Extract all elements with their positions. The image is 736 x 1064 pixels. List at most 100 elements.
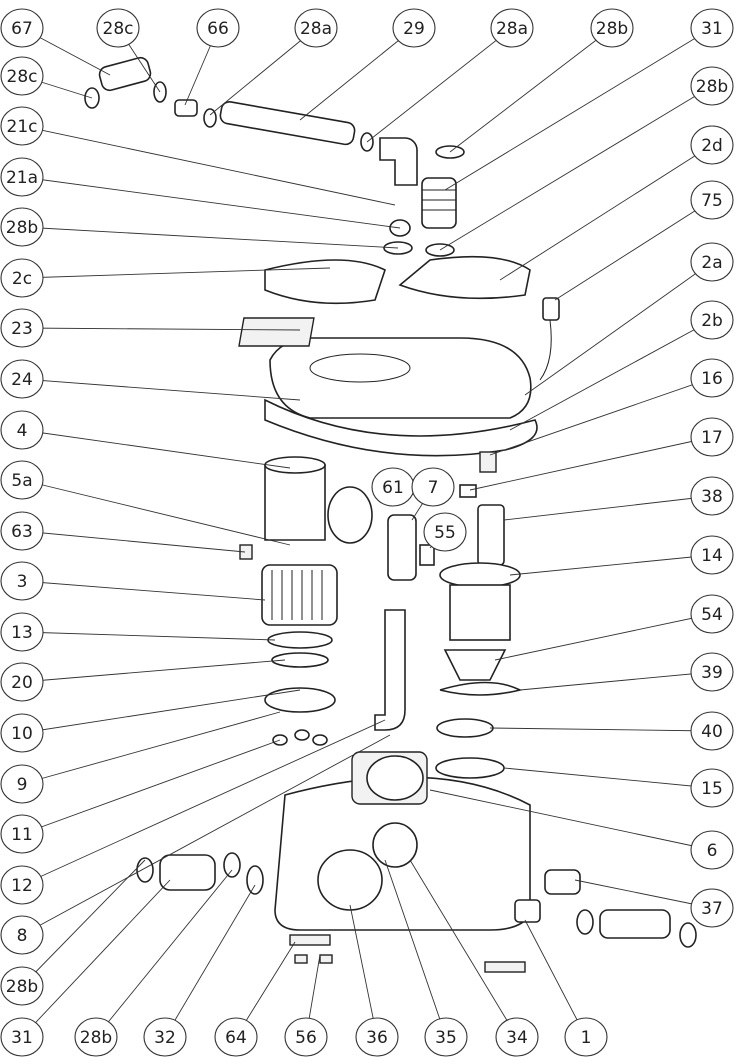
callout-37: 37 bbox=[690, 888, 734, 928]
callout-circle bbox=[0, 410, 44, 450]
base-9 bbox=[264, 687, 336, 746]
bottom-hose bbox=[136, 852, 264, 895]
leader-line bbox=[21, 429, 291, 469]
leader-line bbox=[509, 319, 713, 431]
callout-label: 56 bbox=[295, 1028, 317, 1048]
outlet-37 bbox=[514, 869, 697, 948]
callout-35: 35 bbox=[424, 1017, 468, 1057]
bellows-31 bbox=[421, 177, 457, 229]
callout-circle bbox=[690, 535, 734, 575]
callout-circle bbox=[0, 764, 44, 804]
callout-label: 5a bbox=[11, 471, 32, 491]
callout-38: 38 bbox=[690, 476, 734, 516]
callout-28b: 28b bbox=[74, 1017, 118, 1057]
leader-line bbox=[21, 226, 399, 249]
callout-label: 28b bbox=[596, 19, 628, 39]
disc-20 bbox=[267, 631, 333, 668]
inlet-35 bbox=[317, 822, 418, 911]
callout-label: 29 bbox=[403, 19, 425, 39]
callout-16: 16 bbox=[690, 358, 734, 398]
callout-label: 28a bbox=[496, 19, 528, 39]
callout-31: 31 bbox=[690, 8, 734, 48]
callout-label: 24 bbox=[11, 370, 33, 390]
callout-5a: 5a bbox=[0, 460, 44, 500]
callout-circle bbox=[0, 713, 44, 753]
callout-label: 28c bbox=[7, 67, 38, 87]
leader-line bbox=[409, 859, 518, 1038]
callout-circle bbox=[0, 56, 44, 96]
callout-label: 12 bbox=[11, 876, 33, 896]
callout-circle bbox=[196, 8, 240, 48]
lid-2d bbox=[398, 255, 531, 300]
leader-line bbox=[499, 144, 713, 281]
lid-2c bbox=[264, 259, 386, 305]
leader-line bbox=[524, 919, 587, 1038]
callout-14: 14 bbox=[690, 535, 734, 575]
leader-line bbox=[21, 689, 301, 734]
leader-line bbox=[554, 199, 713, 301]
callout-label: 36 bbox=[366, 1028, 388, 1048]
callout-label: 28b bbox=[80, 1028, 112, 1048]
leader-line bbox=[209, 27, 317, 116]
leader-line bbox=[384, 859, 447, 1038]
callout-63: 63 bbox=[0, 511, 44, 551]
plug-75 bbox=[539, 297, 560, 381]
callout-13: 13 bbox=[0, 612, 44, 652]
callout-54: 54 bbox=[690, 594, 734, 634]
callout-28b: 28b bbox=[0, 207, 44, 247]
callout-circle bbox=[495, 1017, 539, 1057]
callout-circle bbox=[411, 467, 455, 507]
leader-line bbox=[164, 884, 256, 1038]
callout-circle bbox=[690, 8, 734, 48]
callout-36: 36 bbox=[355, 1017, 399, 1057]
leader-line bbox=[21, 580, 266, 601]
callout-66: 66 bbox=[196, 8, 240, 48]
callout-circle bbox=[0, 511, 44, 551]
callout-21c: 21c bbox=[0, 106, 44, 146]
callout-61: 61 bbox=[371, 467, 415, 507]
leader-line bbox=[21, 267, 331, 279]
callout-28a: 28a bbox=[490, 8, 534, 48]
leader-line bbox=[449, 27, 613, 153]
callout-circle bbox=[423, 512, 467, 552]
callout-28a: 28a bbox=[294, 8, 338, 48]
callout-circle bbox=[0, 561, 44, 601]
callout-label: 2d bbox=[701, 136, 723, 156]
callout-circle bbox=[0, 157, 44, 197]
callout-circle bbox=[424, 1017, 468, 1057]
callout-label: 31 bbox=[11, 1028, 33, 1048]
callout-label: 11 bbox=[11, 825, 33, 845]
parts-drawing bbox=[84, 56, 697, 973]
leader-line bbox=[524, 261, 713, 396]
callout-circle bbox=[690, 652, 734, 692]
callout-label: 7 bbox=[428, 478, 439, 498]
leader-line bbox=[503, 767, 713, 789]
callout-circle bbox=[0, 814, 44, 854]
callout-75: 75 bbox=[690, 180, 734, 220]
callout-label: 64 bbox=[225, 1028, 247, 1048]
callout-28b: 28b bbox=[0, 966, 44, 1006]
leader-line bbox=[366, 27, 513, 143]
callout-label: 20 bbox=[11, 673, 33, 693]
leader-line bbox=[509, 554, 713, 576]
callout-circle bbox=[96, 8, 140, 48]
callout-label: 61 bbox=[382, 478, 404, 498]
callout-circle bbox=[0, 207, 44, 247]
leader-line bbox=[21, 631, 276, 641]
callout-circle bbox=[0, 359, 44, 399]
callout-circle bbox=[0, 1017, 44, 1057]
callout-label: 2c bbox=[12, 269, 32, 289]
elbow bbox=[379, 137, 418, 186]
callout-circle bbox=[690, 66, 734, 106]
callout-label: 21c bbox=[7, 117, 38, 137]
callout-label: 21a bbox=[6, 168, 38, 188]
housing-14 bbox=[439, 562, 521, 641]
callout-label: 2b bbox=[701, 311, 723, 331]
callout-circle bbox=[284, 1017, 328, 1057]
pipe-29 bbox=[219, 101, 356, 146]
leader-line bbox=[21, 719, 386, 886]
hose-67 bbox=[98, 56, 152, 92]
callout-20: 20 bbox=[0, 662, 44, 702]
leader-line bbox=[95, 869, 233, 1038]
callout-circle bbox=[690, 358, 734, 398]
